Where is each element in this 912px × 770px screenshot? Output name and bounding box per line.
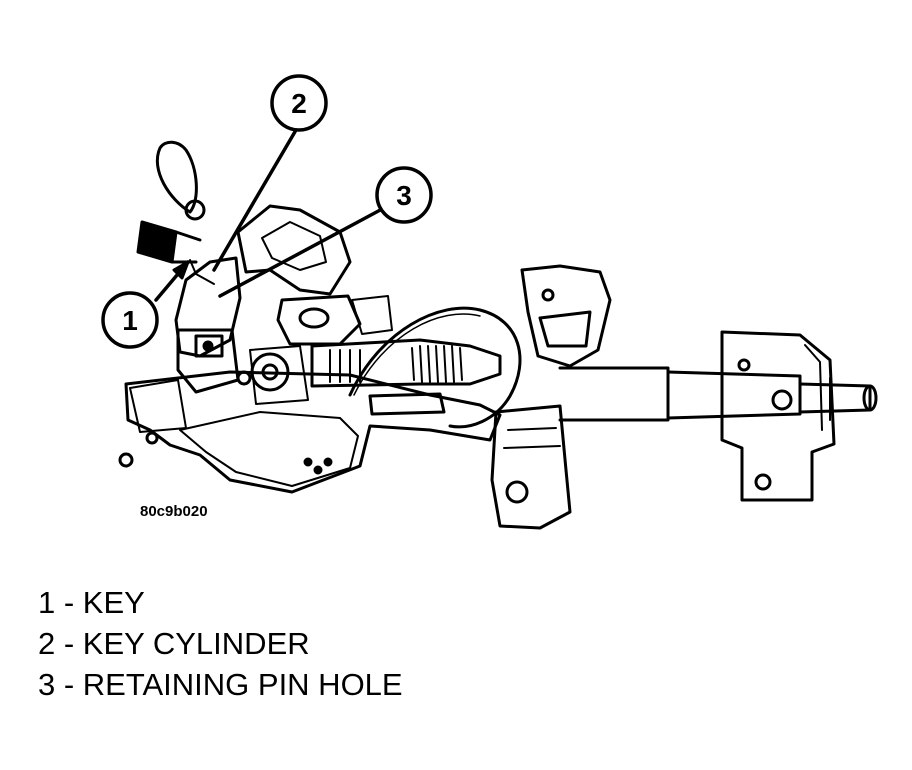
callout-3: 3 — [375, 166, 433, 224]
callout-1-arrowhead — [172, 260, 190, 280]
legend-item: 1 - KEY — [38, 585, 145, 620]
lock-housing — [118, 370, 502, 494]
key-fob — [136, 140, 206, 264]
upper-bracket-tab — [520, 264, 612, 368]
callout-1: 1 — [101, 291, 159, 349]
callout-2: 2 — [270, 74, 328, 132]
gear-mechanism — [236, 345, 309, 405]
column-tube — [558, 366, 878, 422]
legend-list: 1 - KEY 2 - KEY CYLINDER 3 - RETAINING P… — [38, 582, 403, 705]
lower-bracket — [490, 404, 572, 530]
callout-3-number: 3 — [396, 180, 412, 211]
lock-actuator — [310, 338, 502, 416]
cable-loop — [348, 306, 522, 429]
figure-code: 80c9b020 — [140, 503, 208, 520]
legend-item: 2 - KEY CYLINDER — [38, 626, 310, 661]
callout-1-number: 1 — [122, 305, 138, 336]
upper-mounting-bracket — [720, 330, 836, 502]
callout-2-number: 2 — [291, 88, 307, 119]
legend-item: 3 - RETAINING PIN HOLE — [38, 667, 403, 702]
